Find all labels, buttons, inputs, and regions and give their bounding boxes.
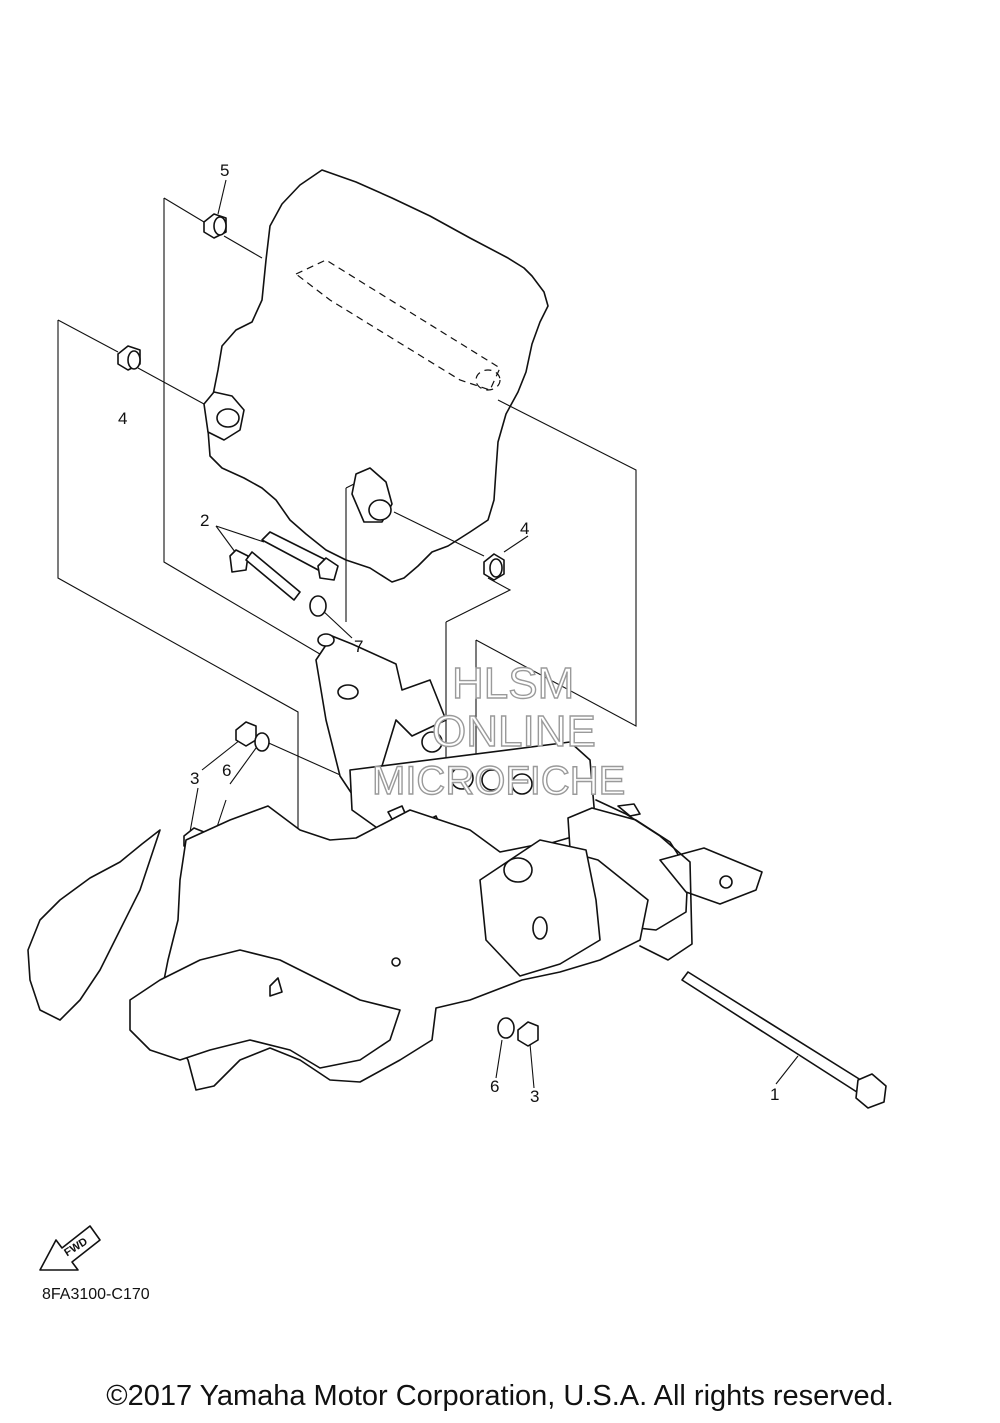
watermark: HLSM ONLINE MICROFICHE: [371, 658, 626, 803]
callout-5: 5: [220, 161, 229, 180]
callout-2: 2: [200, 511, 209, 530]
copyright-notice: ©2017 Yamaha Motor Corporation, U.S.A. A…: [106, 1380, 894, 1412]
watermark-line-2: ONLINE: [432, 707, 596, 756]
callout-6-upper: 6: [222, 761, 231, 780]
fwd-arrow-icon: FWD: [39, 1225, 101, 1271]
nut-item-4-right: [483, 553, 505, 581]
callout-6-lower: 6: [490, 1077, 499, 1096]
bolt-item-2-upper: [261, 531, 339, 581]
washer-item-6-lower: [497, 1017, 515, 1039]
leader-lines: [57, 179, 799, 1089]
frame-hull-section: [27, 805, 649, 1091]
callout-7: 7: [354, 637, 363, 656]
callout-1: 1: [770, 1085, 779, 1104]
engine-block: [203, 169, 549, 583]
watermark-line-1: HLSM: [452, 659, 574, 708]
engine-internal-shaft: [294, 259, 501, 391]
bolt-item-2-lower: [229, 549, 301, 601]
watermark-line-3: MICROFICHE: [372, 759, 625, 803]
washer-item-7: [309, 595, 327, 617]
callout-3-lower: 3: [530, 1087, 539, 1106]
callout-3-upper: 3: [190, 769, 199, 788]
diagram-code: 8FA3100-C170: [42, 1286, 150, 1303]
nut-item-5: [203, 213, 227, 239]
washer-item-6-upper: [254, 732, 270, 752]
callout-numbers: 5 4 4 2 7 3 6 6 3 1: [118, 161, 779, 1106]
nut-item-4-left: [117, 345, 141, 371]
callout-4-right: 4: [520, 519, 529, 538]
callout-4-left: 4: [118, 409, 127, 428]
nut-item-3-upper: [235, 721, 257, 747]
nut-item-3-lower: [517, 1021, 539, 1047]
through-bolt-item-1: [681, 971, 887, 1109]
